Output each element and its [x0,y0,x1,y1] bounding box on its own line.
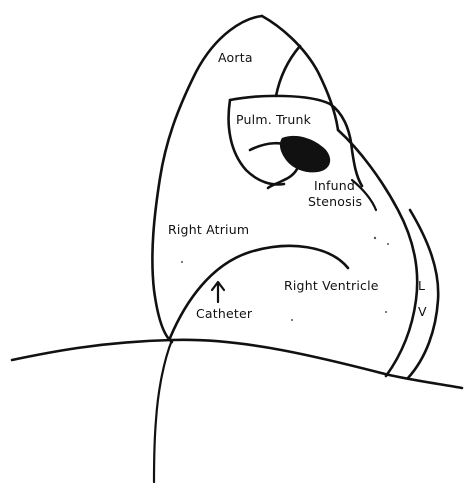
label-catheter: Catheter [196,306,253,321]
aorta-inner-wall [276,46,300,96]
speck [387,243,389,245]
label-infund: Infund [314,178,355,193]
infund-stenosis-blob [280,136,330,172]
catheter-arrow-icon [212,282,224,302]
speck [291,319,293,321]
label-stenosis: Stenosis [308,194,362,209]
label-lv-l: L [418,278,425,293]
lv-outer-wall [408,210,438,378]
label-lv-v: V [418,304,427,319]
label-right-ventricle: Right Ventricle [284,278,379,293]
label-aorta: Aorta [218,50,253,65]
label-pulm-trunk: Pulm. Trunk [236,112,312,127]
catheter-line [154,340,172,482]
speck [385,311,387,313]
speck [181,261,183,263]
speck [374,237,376,239]
right-ventricle-outer-wall [338,130,417,376]
label-right-atrium: Right Atrium [168,222,249,237]
